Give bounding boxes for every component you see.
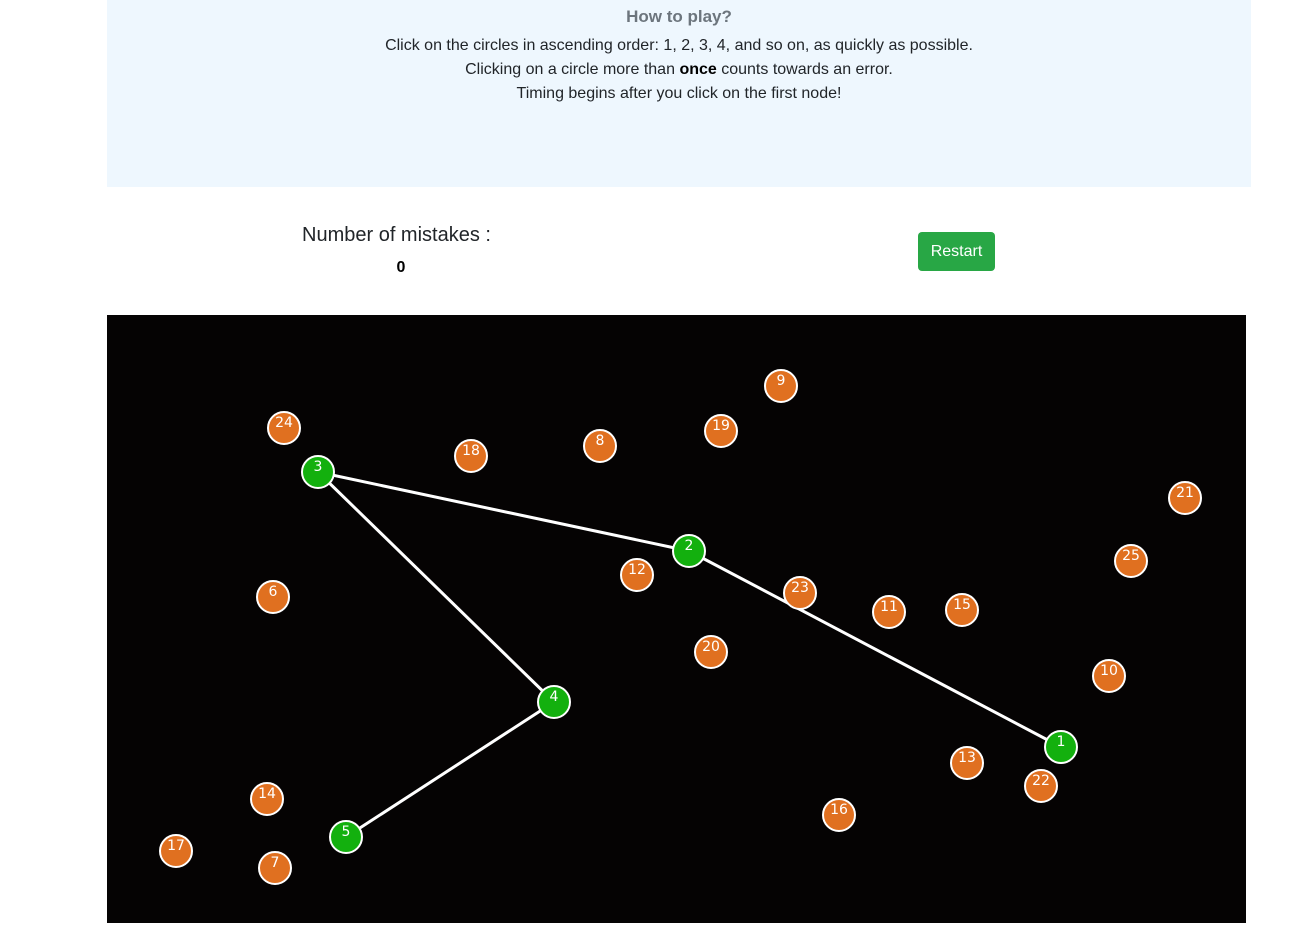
instructions-line-error-emphasis: once: [679, 61, 717, 78]
node-circle[interactable]: [258, 851, 292, 885]
node-circle[interactable]: [1024, 769, 1058, 803]
node-circle[interactable]: [950, 746, 984, 780]
node-3[interactable]: 3: [301, 455, 335, 489]
path-line-1-2: [688, 549, 1062, 749]
node-circle[interactable]: [672, 534, 706, 568]
node-25[interactable]: 25: [1114, 544, 1148, 578]
node-circle[interactable]: [704, 414, 738, 448]
node-label: 17: [167, 838, 185, 854]
node-circle[interactable]: [1044, 730, 1078, 764]
node-19[interactable]: 19: [704, 414, 738, 448]
node-label: 9: [777, 373, 786, 389]
node-label: 20: [702, 639, 720, 655]
node-circle[interactable]: [822, 798, 856, 832]
node-label: 19: [712, 418, 730, 434]
node-14[interactable]: 14: [250, 782, 284, 816]
node-label: 7: [271, 855, 280, 871]
node-label: 4: [550, 689, 559, 705]
node-label: 15: [953, 597, 971, 613]
restart-button[interactable]: Restart: [918, 232, 995, 271]
node-label: 3: [314, 459, 323, 475]
node-circle[interactable]: [329, 820, 363, 854]
node-20[interactable]: 20: [694, 635, 728, 669]
node-4[interactable]: 4: [537, 685, 571, 719]
node-circle[interactable]: [764, 369, 798, 403]
node-1[interactable]: 1: [1044, 730, 1078, 764]
node-circle[interactable]: [250, 782, 284, 816]
node-15[interactable]: 15: [945, 593, 979, 627]
instructions-line-error-suffix: counts towards an error.: [721, 61, 893, 78]
node-circle[interactable]: [301, 455, 335, 489]
node-18[interactable]: 18: [454, 439, 488, 473]
node-label: 2: [685, 538, 694, 554]
node-circle[interactable]: [537, 685, 571, 719]
node-label: 22: [1032, 773, 1050, 789]
node-circle[interactable]: [945, 593, 979, 627]
node-circle[interactable]: [694, 635, 728, 669]
node-7[interactable]: 7: [258, 851, 292, 885]
node-label: 25: [1122, 548, 1140, 564]
node-6[interactable]: 6: [256, 580, 290, 614]
mistakes-label: Number of mistakes :: [302, 224, 491, 246]
node-label: 8: [596, 433, 605, 449]
node-12[interactable]: 12: [620, 558, 654, 592]
instructions-line-error: Clicking on a circle more than once coun…: [107, 61, 1251, 79]
node-10[interactable]: 10: [1092, 659, 1126, 693]
instructions-title: How to play?: [626, 7, 732, 26]
node-23[interactable]: 23: [783, 576, 817, 610]
instructions-panel: How to play? Click on the circles in asc…: [107, 0, 1251, 187]
node-circle[interactable]: [256, 580, 290, 614]
node-circle[interactable]: [1092, 659, 1126, 693]
node-circle[interactable]: [783, 576, 817, 610]
node-circle[interactable]: [583, 429, 617, 463]
instructions-line-timing: Timing begins after you click on the fir…: [516, 85, 842, 102]
node-label: 12: [628, 562, 646, 578]
node-5[interactable]: 5: [329, 820, 363, 854]
path-line-2-3: [317, 470, 690, 553]
node-label: 6: [269, 584, 278, 600]
node-label: 13: [958, 750, 976, 766]
mistakes-count: 0: [396, 259, 406, 276]
node-16[interactable]: 16: [822, 798, 856, 832]
node-24[interactable]: 24: [267, 411, 301, 445]
node-circle[interactable]: [620, 558, 654, 592]
node-label: 21: [1176, 485, 1194, 501]
node-label: 1: [1057, 734, 1066, 750]
node-circle[interactable]: [1168, 481, 1202, 515]
node-11[interactable]: 11: [872, 595, 906, 629]
game-board-canvas: 1234567891011121314151617181920212223242…: [159, 369, 1202, 885]
node-label: 10: [1100, 663, 1118, 679]
node-label: 18: [462, 443, 480, 459]
path-line-3-4: [316, 470, 556, 704]
node-label: 23: [791, 580, 809, 596]
node-8[interactable]: 8: [583, 429, 617, 463]
instructions-line-error-prefix: Clicking on a circle more than: [465, 61, 675, 78]
node-label: 16: [830, 802, 848, 818]
node-label: 14: [258, 786, 276, 802]
node-13[interactable]: 13: [950, 746, 984, 780]
node-circle[interactable]: [159, 834, 193, 868]
node-label: 24: [275, 415, 293, 431]
node-circle[interactable]: [454, 439, 488, 473]
node-21[interactable]: 21: [1168, 481, 1202, 515]
node-17[interactable]: 17: [159, 834, 193, 868]
instructions-line-order: Click on the circles in ascending order:…: [385, 37, 973, 54]
node-label: 5: [342, 824, 351, 840]
path-line-4-5: [345, 700, 555, 839]
node-circle[interactable]: [872, 595, 906, 629]
node-circle[interactable]: [267, 411, 301, 445]
node-label: 11: [880, 599, 898, 615]
node-22[interactable]: 22: [1024, 769, 1058, 803]
node-2[interactable]: 2: [672, 534, 706, 568]
node-circle[interactable]: [1114, 544, 1148, 578]
node-9[interactable]: 9: [764, 369, 798, 403]
